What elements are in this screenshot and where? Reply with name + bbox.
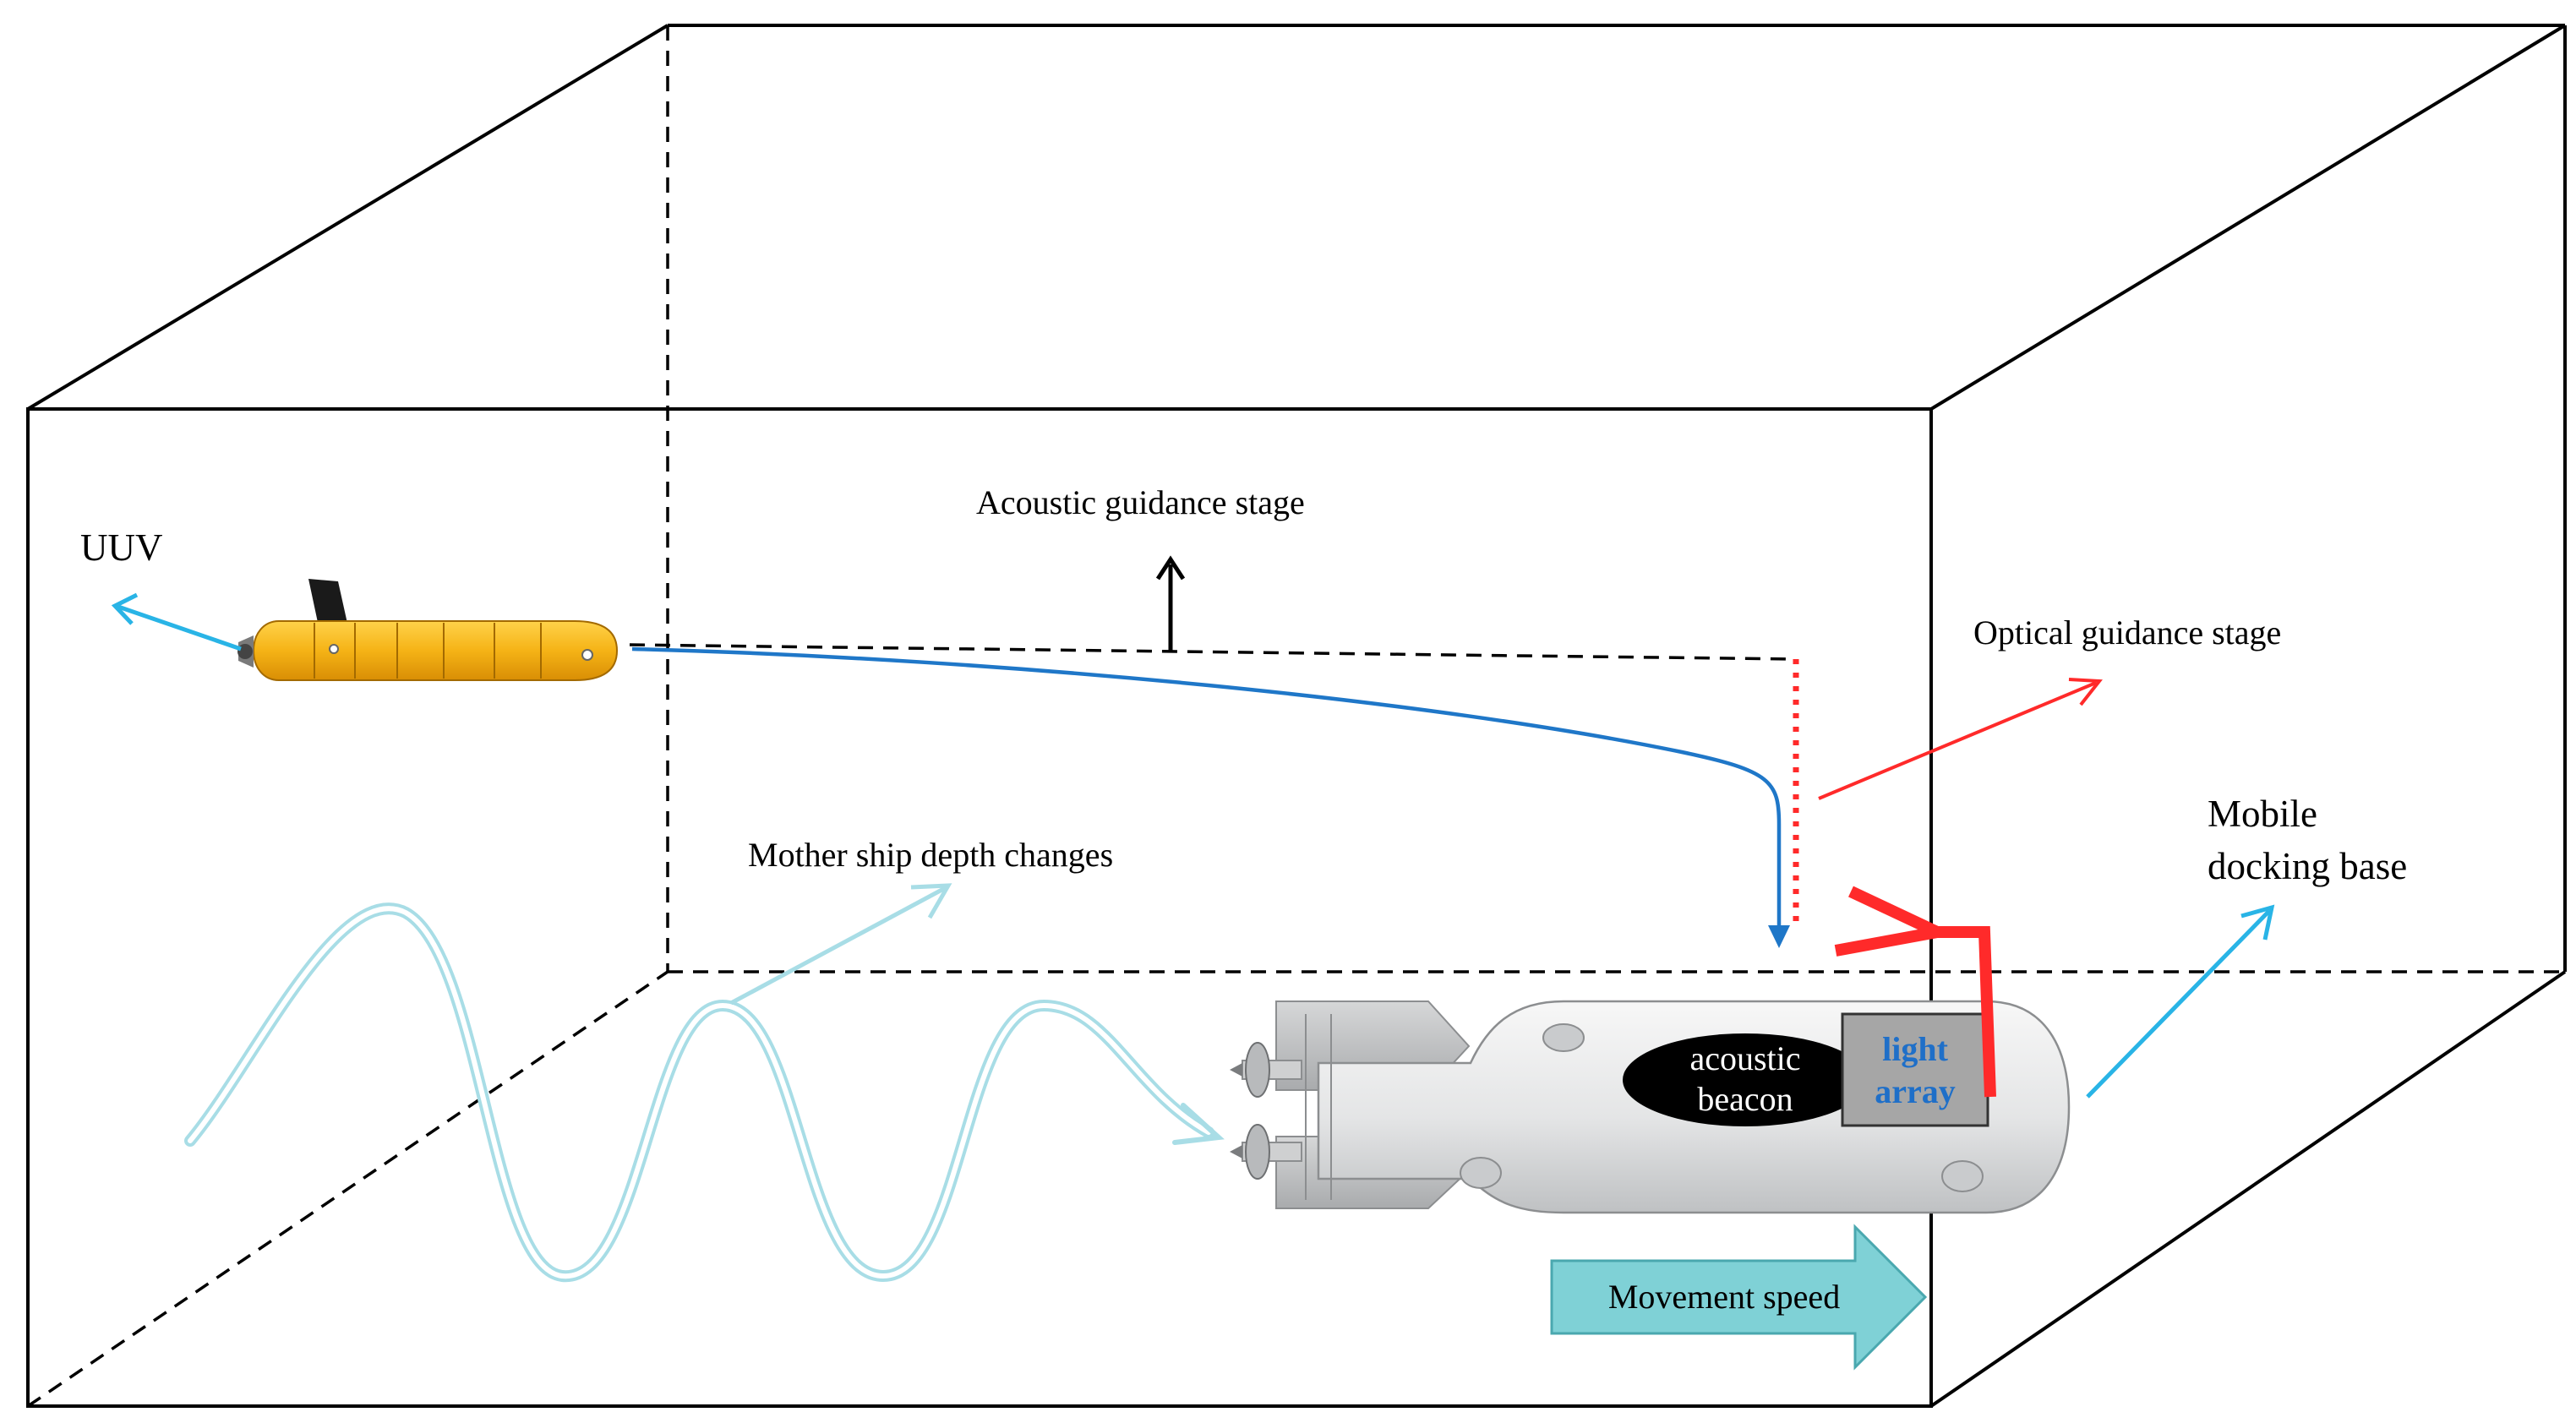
wave-arrowhead xyxy=(1172,1103,1225,1145)
optical-stage-label: Optical guidance stage xyxy=(1973,613,2281,652)
uuv-segments xyxy=(314,623,542,679)
dock-porthole-bottom-right xyxy=(1941,1160,1984,1192)
acoustic-beacon xyxy=(1623,1033,1868,1126)
docking-base: acoustic beacon light array xyxy=(1230,1000,2071,1214)
uuv-nose-light xyxy=(581,649,593,661)
box-hidden-edges xyxy=(27,25,2565,1408)
light-array-label-line2: array xyxy=(1875,1072,1956,1110)
mother-ship-label: Mother ship depth changes xyxy=(748,836,1113,874)
box-bottom-right-diagonal xyxy=(1929,970,2567,1408)
box-hidden-diagonal xyxy=(27,970,669,1408)
uuv-port xyxy=(329,644,339,654)
uuv-trajectory xyxy=(631,646,1782,930)
docking-arm xyxy=(1834,886,1996,1098)
acoustic-stage-boundary xyxy=(629,643,1794,661)
beacon-label-line2: beacon xyxy=(1697,1080,1793,1118)
optical-stage-arrow xyxy=(1818,678,2103,800)
uuv-label: UUV xyxy=(80,526,163,569)
uuv-fin xyxy=(308,579,348,630)
acoustic-stage-arrow xyxy=(1155,555,1186,651)
mother-ship-arrow xyxy=(729,883,952,1006)
wave-curve-outer xyxy=(184,902,1214,1283)
light-array xyxy=(1841,1012,1989,1127)
uuv-vehicle xyxy=(237,579,619,681)
dock-porthole-top xyxy=(1542,1023,1585,1052)
box-top-left-diagonal xyxy=(26,24,669,411)
dock-lower-propeller xyxy=(1245,1124,1270,1180)
acoustic-stage-label: Acoustic guidance stage xyxy=(976,483,1305,521)
uuv-propeller xyxy=(237,644,253,659)
box-top-right-diagonal xyxy=(1929,24,2567,411)
uuv-body xyxy=(252,620,619,681)
box-front-face xyxy=(26,407,1933,1408)
mobile-base-label-line2: docking base xyxy=(2208,845,2407,887)
wave-curve-inner xyxy=(188,906,1211,1279)
movement-speed-label: Movement speed xyxy=(1608,1278,1840,1316)
dock-upper-propeller xyxy=(1245,1042,1270,1098)
mobile-base-label-line1: Mobile xyxy=(2208,793,2317,835)
dock-lower-prop-tip xyxy=(1230,1145,1242,1159)
beacon-label-line1: acoustic xyxy=(1689,1039,1800,1077)
uuv-direction-arrow xyxy=(111,592,242,652)
light-array-label-line1: light xyxy=(1882,1030,1948,1068)
trajectory-arrowhead xyxy=(1768,925,1790,948)
depth-wave xyxy=(184,902,1225,1283)
docking-base-arrow xyxy=(2086,904,2275,1099)
box-outline xyxy=(26,24,2567,1408)
dock-porthole-bottom-left xyxy=(1460,1157,1502,1189)
dock-upper-prop-tip xyxy=(1230,1063,1242,1077)
movement-speed-arrow xyxy=(1550,1224,1928,1371)
